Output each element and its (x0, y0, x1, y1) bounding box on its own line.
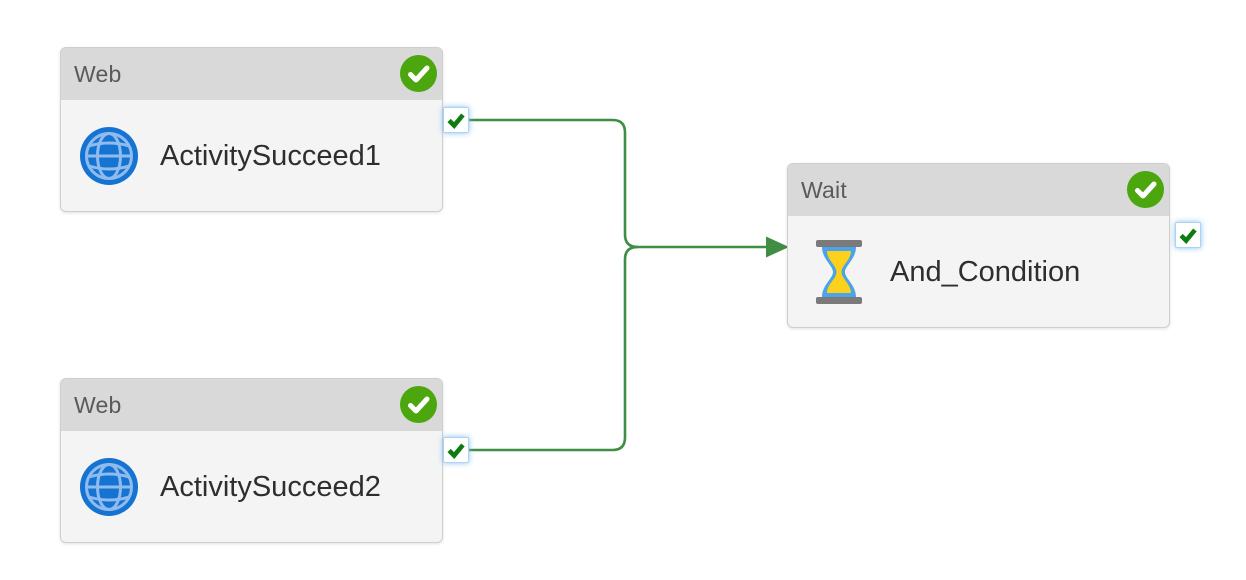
node-type-label: Web (74, 60, 122, 87)
activity-node-and-condition[interactable]: Wait And_Condition (787, 163, 1170, 328)
node-body: ActivitySucceed2 (61, 431, 442, 543)
activity-name: ActivitySucceed1 (160, 139, 381, 172)
edge-success-activitysucceed1[interactable] (469, 118, 638, 249)
activity-name: And_Condition (890, 255, 1081, 288)
node-type-label: Wait (801, 176, 847, 203)
port-check-icon (1179, 228, 1197, 244)
success-output-port-and-condition[interactable] (1175, 222, 1201, 248)
port-check-icon (447, 113, 465, 129)
status-succeeded-icon (1127, 171, 1164, 208)
activity-node-activitysucceed1[interactable]: Web Activit (60, 47, 443, 212)
globe-icon (80, 458, 138, 516)
port-check-icon (447, 443, 465, 459)
edge-success-activitysucceed2[interactable] (469, 245, 638, 452)
node-header: Wait (788, 164, 1169, 216)
node-header: Web (61, 48, 442, 100)
success-output-port-activitysucceed1[interactable] (443, 107, 469, 133)
globe-icon (80, 127, 138, 185)
node-body: And_Condition (788, 216, 1169, 328)
node-body: ActivitySucceed1 (61, 100, 442, 212)
activity-name: ActivitySucceed2 (160, 470, 381, 503)
hourglass-icon (815, 240, 863, 304)
edge-arrowhead-icon (766, 236, 789, 258)
status-succeeded-icon (400, 386, 437, 423)
node-header: Web (61, 379, 442, 431)
status-succeeded-icon (400, 55, 437, 92)
node-type-label: Web (74, 391, 122, 418)
success-output-port-activitysucceed2[interactable] (443, 437, 469, 463)
activity-node-activitysucceed2[interactable]: Web Activit (60, 378, 443, 543)
